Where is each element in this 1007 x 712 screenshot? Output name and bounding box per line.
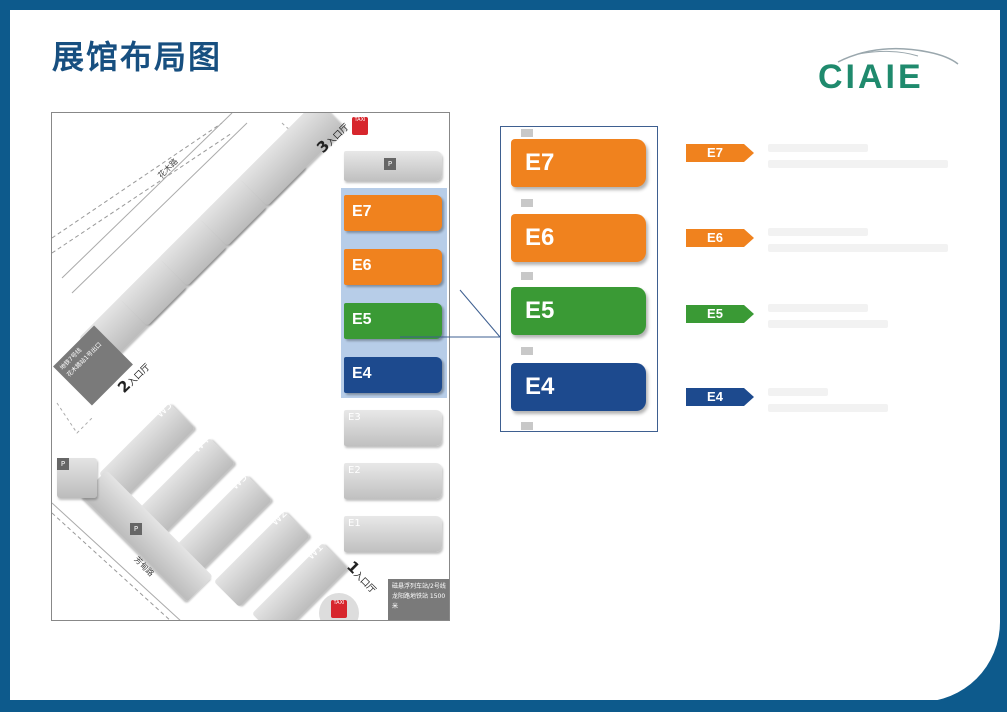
taxi-label: TAXI <box>354 117 366 123</box>
hall-e6[interactable]: E6 <box>344 249 442 285</box>
zoom-post <box>521 272 533 280</box>
tag-e7: E7 <box>686 144 754 162</box>
hall-e5[interactable]: E5 <box>344 303 442 339</box>
hall-e7-label: E7 <box>352 203 372 220</box>
placeholder-text-e6a <box>768 228 868 236</box>
metro-1-line2: 龙阳路地铁站 1500米 <box>392 593 446 610</box>
zoom-post <box>521 347 533 355</box>
parking-icon-west: P <box>57 458 69 470</box>
zoom-hall-e5-label: E5 <box>525 297 555 324</box>
hall-e5-label: E5 <box>352 311 372 328</box>
zoom-hall-e6[interactable]: E6 <box>511 214 646 262</box>
hall-e4-label: E4 <box>352 365 372 382</box>
hall-e4[interactable]: E4 <box>344 357 442 393</box>
placeholder-text-e6b <box>768 244 948 252</box>
placeholder-text-e7b <box>768 160 948 168</box>
zoom-hall-e6-label: E6 <box>525 224 555 251</box>
zoom-hall-e4[interactable]: E4 <box>511 363 646 411</box>
placeholder-text-e4a <box>768 388 828 396</box>
page-title: 展馆布局图 <box>52 38 223 76</box>
car-outline-icon <box>837 47 959 65</box>
hall-e2-label: E2 <box>348 465 361 476</box>
zoom-hall-e7-label: E7 <box>525 149 555 176</box>
tag-e6: E6 <box>686 229 754 247</box>
zoom-post <box>521 199 533 207</box>
placeholder-text-e5a <box>768 304 868 312</box>
placeholder-text-e5b <box>768 320 888 328</box>
taxi-label-south: TAXI <box>333 600 345 606</box>
hall-e7[interactable]: E7 <box>344 195 442 231</box>
hall-e1-label: E1 <box>348 518 361 529</box>
parking-icon: P <box>384 158 396 170</box>
logo-text: CIAIE <box>818 58 924 96</box>
zoom-post <box>521 422 533 430</box>
zoom-hall-e4-label: E4 <box>525 373 555 400</box>
zoom-post <box>521 129 533 137</box>
taxi-icon-south: TAXI <box>331 600 347 618</box>
tag-e5: E5 <box>686 305 754 323</box>
ciaie-logo: CIAIE <box>818 42 968 102</box>
hall-e3[interactable]: E3 <box>344 410 442 446</box>
hall-e1[interactable]: E1 <box>344 516 442 552</box>
hall-e6-label: E6 <box>352 257 372 274</box>
zoom-hall-e7[interactable]: E7 <box>511 139 646 187</box>
venue-map: N1 N2 N3 N4 N5 W5 W4 W3 W2 W1 E7 E6 E5 E… <box>51 112 450 621</box>
taxi-icon: TAXI <box>352 117 368 135</box>
hall-e2[interactable]: E2 <box>344 463 442 499</box>
zoom-hall-e5[interactable]: E5 <box>511 287 646 335</box>
metro-info-1: 磁悬浮列车站/2号线 龙阳路地铁站 1500米 <box>388 579 449 620</box>
zoom-connector <box>400 289 501 338</box>
metro-1-line1: 磁悬浮列车站/2号线 <box>392 583 446 590</box>
zoom-panel: E7 E6 E5 E4 <box>500 126 658 432</box>
tag-e4: E4 <box>686 388 754 406</box>
placeholder-text-e4b <box>768 404 888 412</box>
hall-e3-label: E3 <box>348 412 361 423</box>
placeholder-text-e7a <box>768 144 868 152</box>
bottom-band <box>0 700 1007 712</box>
parking-icon-south: P <box>130 523 142 535</box>
